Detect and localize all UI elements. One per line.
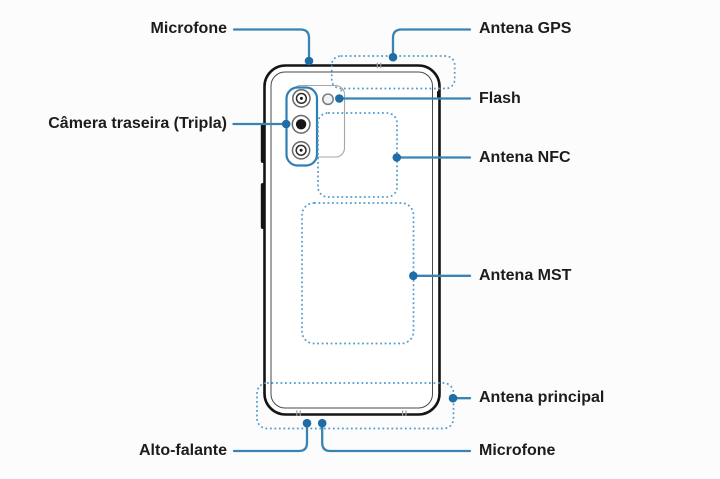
leader-antena-gps	[391, 28, 472, 58]
label-camera-traseira: Câmera traseira (Tripla)	[48, 115, 227, 132]
label-antena-nfc: Antena NFC	[479, 149, 571, 166]
dot-flash	[335, 94, 344, 103]
leader-alto-falante	[232, 422, 309, 453]
dot-antena-mst	[409, 271, 418, 281]
camera-lens-top	[292, 89, 311, 108]
label-alto-falante: Alto-falante	[139, 442, 227, 459]
label-antena-mst: Antena MST	[479, 267, 572, 284]
antenna-region-gps	[330, 55, 456, 90]
leader-lines	[232, 28, 472, 453]
island-corner-tick	[340, 88, 344, 92]
volume-key	[260, 123, 266, 163]
antenna-region-mst	[301, 202, 415, 345]
dot-camera-traseira	[281, 119, 291, 129]
label-flash: Flash	[479, 90, 521, 107]
label-antena-gps: Antena GPS	[479, 20, 572, 37]
leader-dots	[281, 52, 458, 428]
top-edge-ticks	[376, 62, 382, 69]
rear-camera-module	[285, 86, 319, 167]
label-microfone-top: Microfone	[150, 20, 227, 37]
dot-antena-nfc	[392, 153, 402, 162]
dot-microfone-top	[304, 56, 314, 66]
camera-lens-middle	[291, 114, 311, 134]
flash-led	[321, 93, 334, 106]
power-key	[260, 183, 266, 229]
dot-antena-gps	[388, 52, 398, 62]
bottom-left-ticks	[296, 410, 301, 416]
leader-microfone-top	[232, 28, 311, 62]
right-edge-mark	[437, 91, 441, 98]
dot-antena-principal	[448, 393, 458, 403]
phone-inner-edge	[270, 71, 433, 409]
antenna-region-principal	[256, 382, 455, 430]
dot-microfone-bottom	[317, 418, 327, 428]
leader-microfone-bottom	[321, 422, 472, 453]
label-antena-principal: Antena principal	[479, 389, 605, 406]
label-microfone-bottom: Microfone	[479, 442, 556, 459]
dot-alto-falante	[302, 418, 312, 428]
camera-lens-bottom	[291, 140, 311, 160]
bottom-right-ticks	[402, 410, 407, 416]
